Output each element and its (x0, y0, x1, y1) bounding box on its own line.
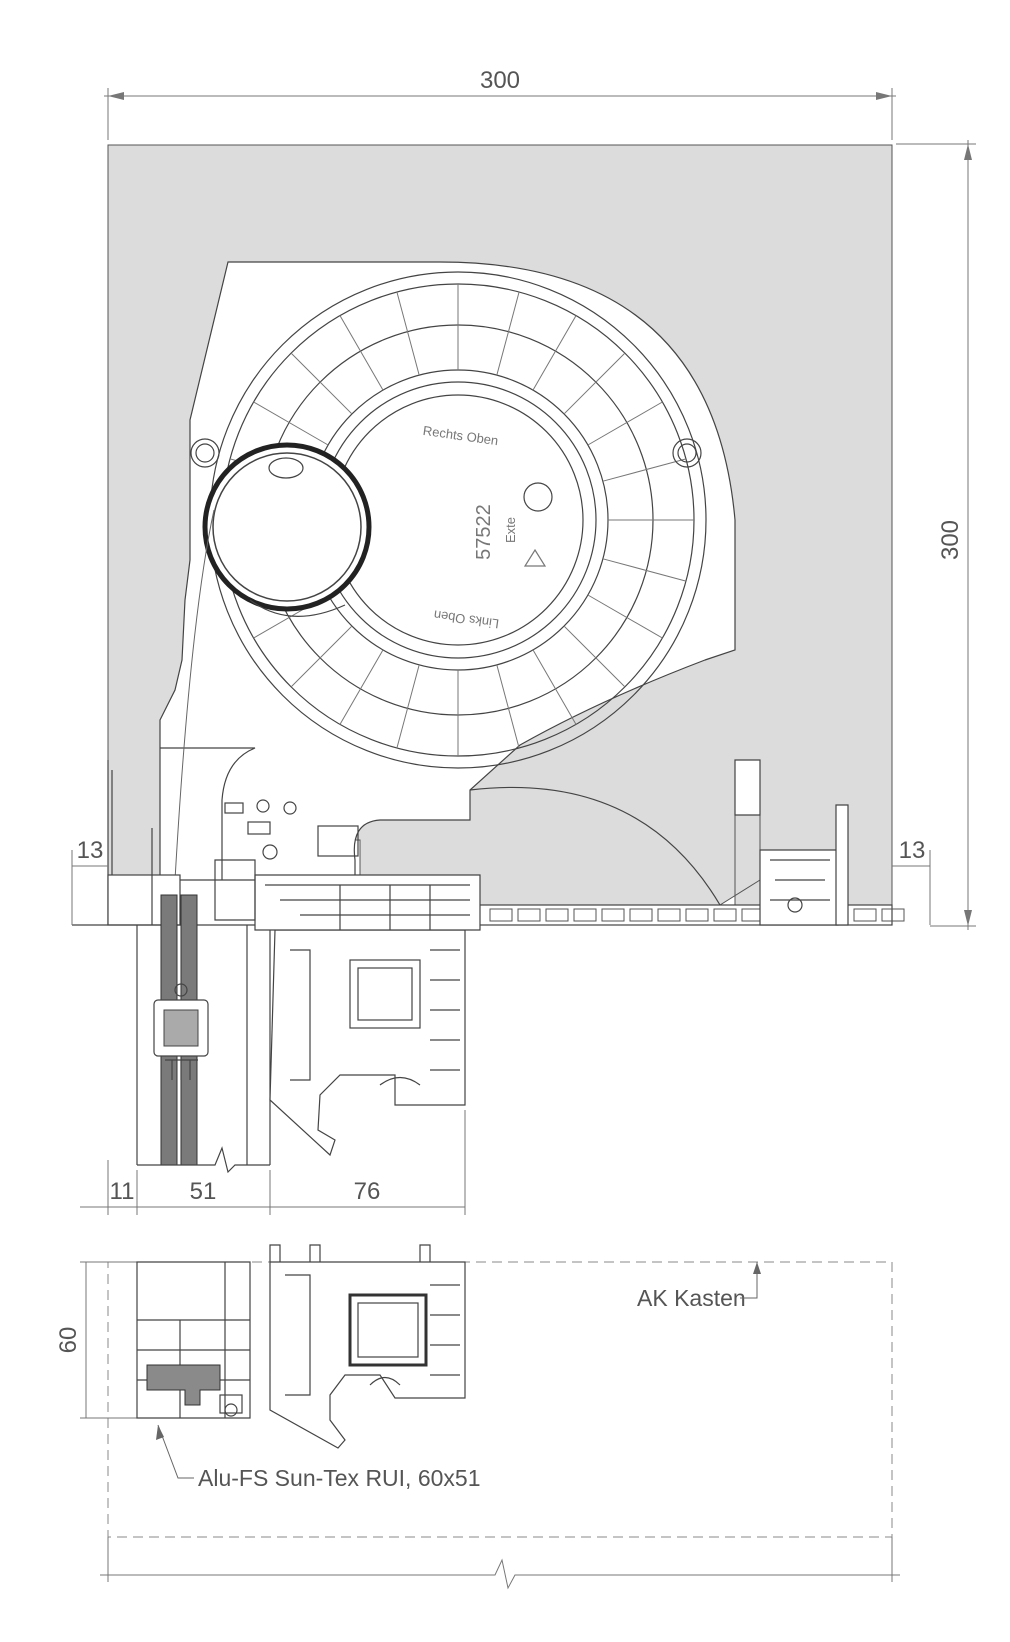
rail-cell (657, 908, 681, 922)
lower-section-outline (107, 1261, 893, 1538)
dimension-bottom: 11 51 76 (80, 1110, 466, 1215)
rail-cell (685, 908, 709, 922)
right-end-profile (734, 759, 849, 926)
dimension-label-60: 60 (55, 1327, 82, 1354)
leader-ak-kasten: AK Kasten (637, 1262, 761, 1311)
drum-spoke (532, 315, 577, 391)
drum-spoke (587, 594, 663, 639)
stamp-logo: Exte (503, 517, 518, 543)
drum-spoke (339, 649, 384, 725)
rail-cell (545, 908, 569, 922)
drum-spokes (222, 284, 694, 756)
dimension-section-height: 60 (55, 1261, 140, 1419)
rail-cell (489, 908, 513, 922)
drum-spoke (290, 625, 353, 688)
dimension-label-height: 300 (937, 520, 964, 560)
housing-details (224, 799, 359, 860)
rail-cell (601, 908, 625, 922)
rail-cell (573, 908, 597, 922)
dimension-right-height: 300 (896, 140, 976, 930)
window-frame-lower (269, 1244, 466, 1449)
drum-spoke (602, 458, 687, 482)
drum-spoke (396, 291, 420, 376)
drum-spoke (253, 401, 329, 446)
drum-spoke (290, 352, 353, 415)
dimension-label-right: 13 (899, 837, 926, 864)
dimension-top-width: 300 (104, 67, 896, 140)
guide-rail-section (136, 1261, 251, 1419)
drum-spoke (587, 401, 663, 446)
leader-guide-rail: Alu-FS Sun-Tex RUI, 60x51 (156, 1424, 481, 1491)
rail-cell (517, 908, 541, 922)
dimension-label-width: 300 (480, 67, 520, 94)
rail-cell (713, 908, 737, 922)
break-line-bottom (100, 1537, 900, 1590)
label-ak-kasten: AK Kasten (637, 1285, 746, 1311)
rail-cell (881, 908, 905, 922)
window-frame-upper (214, 859, 481, 1157)
drum-spoke (563, 352, 626, 415)
rail-cell (853, 908, 877, 922)
winding-shaft (174, 442, 372, 1000)
drum-spoke (563, 625, 626, 688)
recycle-icon (523, 548, 547, 567)
dimension-label-51: 51 (190, 1178, 217, 1205)
dimension-label-11: 11 (110, 1178, 135, 1205)
dimension-label-76: 76 (354, 1178, 381, 1205)
drum-spoke (532, 649, 577, 725)
roller-housing (159, 261, 736, 906)
drum-spoke (339, 315, 384, 391)
drum-spoke (396, 664, 420, 749)
drum-spoke (496, 291, 520, 376)
guide-rail-vertical (136, 894, 271, 1166)
drum-spoke (496, 664, 520, 749)
dimension-right-side: 13 (892, 837, 931, 925)
dimension-left-side: 13 (71, 837, 108, 925)
rail-cell (629, 908, 653, 922)
housing-holes (190, 438, 702, 512)
dimension-label-left: 13 (77, 837, 104, 864)
drum-spoke (602, 558, 687, 582)
label-guide-rail: Alu-FS Sun-Tex RUI, 60x51 (198, 1465, 481, 1491)
stamp-article-number: 57522 (473, 504, 495, 560)
break-symbol-upper (137, 1146, 270, 1174)
